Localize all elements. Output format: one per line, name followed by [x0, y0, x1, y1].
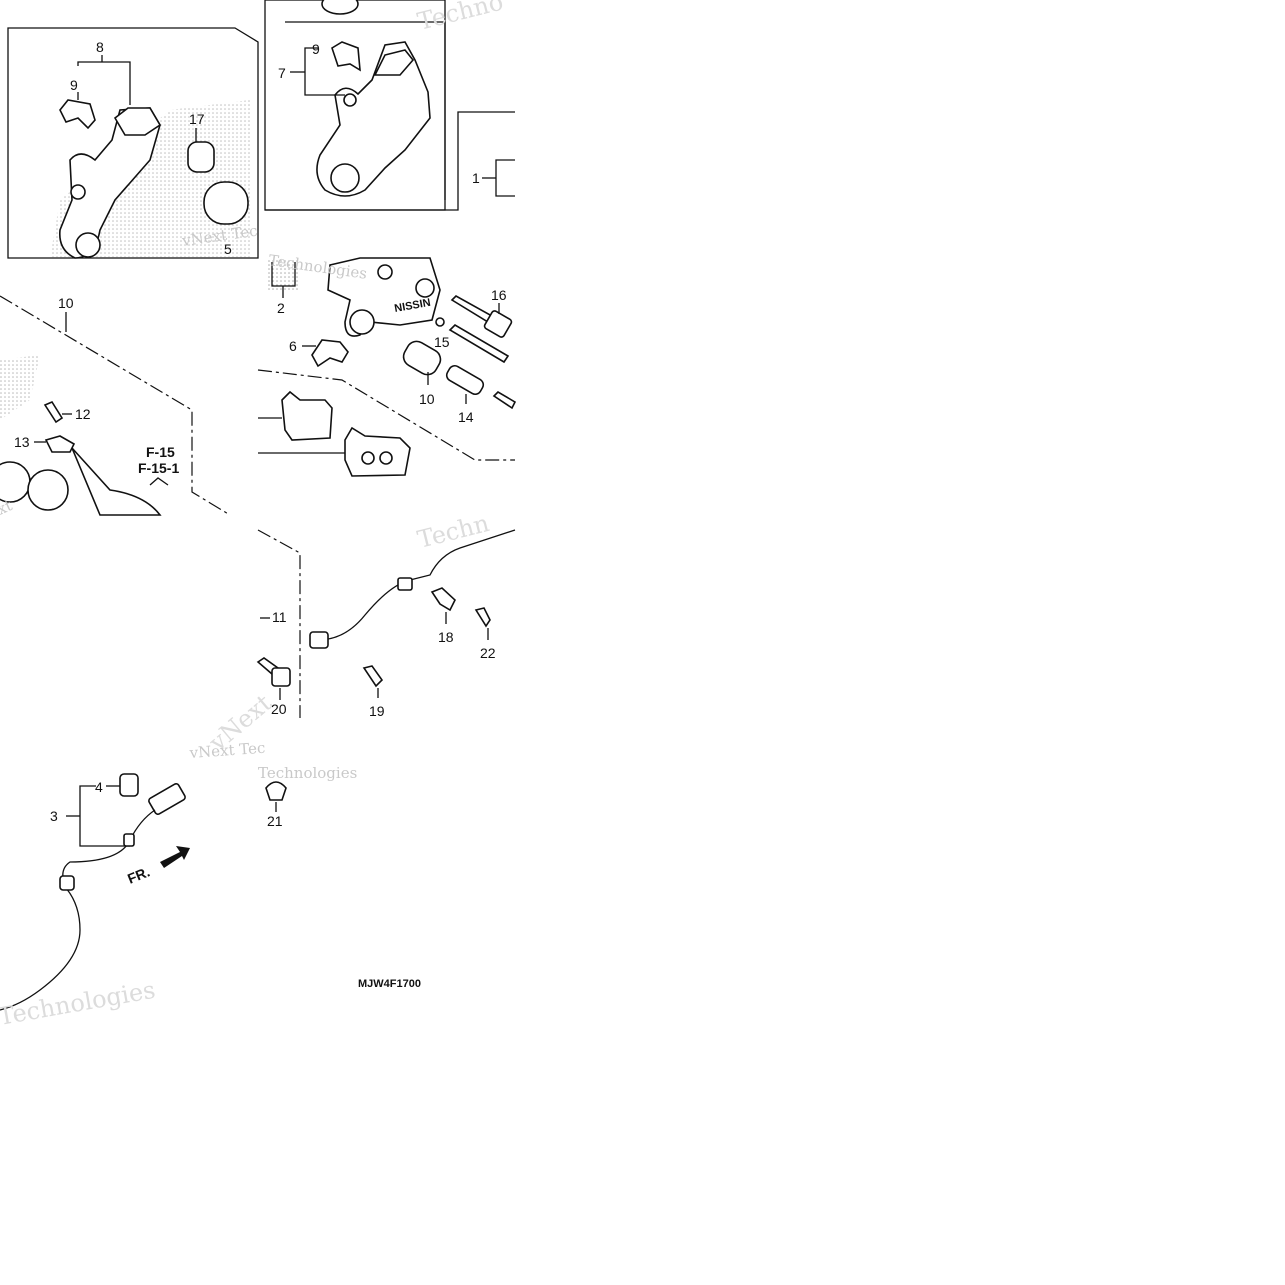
- retainer-clip: [59, 99, 96, 130]
- callout-5: 5: [224, 241, 232, 257]
- callout-21: 20: [271, 701, 287, 717]
- caliper-panel-11: 10 12 13 F-15 F-15-1 xt: [0, 295, 231, 519]
- callout-14: 13: [14, 434, 30, 450]
- pad-spring: [311, 339, 349, 368]
- callout-1: 1: [472, 170, 480, 186]
- clamp-19: [430, 587, 456, 612]
- sensor-cable: [317, 529, 516, 641]
- callout-3: 3: [50, 808, 58, 824]
- callout-15: 14: [458, 409, 474, 425]
- bleeder-cap: [44, 435, 76, 453]
- watermark: Techn: [415, 509, 492, 554]
- callout-12: 11: [272, 609, 287, 625]
- grommet-4: [119, 773, 139, 797]
- diagram-code: MJW4F1700: [358, 978, 421, 990]
- clip-22: [265, 781, 287, 801]
- callout-20: 19: [369, 703, 385, 719]
- callout-1-group: 1: [472, 159, 515, 197]
- harness-panel: 3 4 FR. 21 vNext Tec Technologies vNext …: [0, 689, 421, 1031]
- bolt-23: [474, 607, 491, 628]
- connector: [148, 783, 186, 815]
- sleeve: [203, 181, 249, 225]
- piston-seal: [0, 461, 31, 503]
- pin-sleeve: [445, 364, 485, 396]
- bracket-7: [316, 41, 431, 197]
- watermark: Technologies: [258, 764, 357, 782]
- bleeder: [43, 400, 64, 424]
- callout-10: 10: [419, 391, 435, 407]
- callout-9b: 9: [312, 41, 320, 57]
- callout-4: 4: [95, 779, 103, 795]
- bracket-assembly-panel: 8 9 17 5 vNext Tec: [7, 27, 259, 259]
- caliper-pin: [450, 295, 494, 324]
- callout-17: 16: [491, 287, 507, 303]
- brake-pad-1: [281, 390, 333, 441]
- callout-9: 9: [70, 77, 78, 93]
- watermark: Technologies: [0, 976, 157, 1031]
- callout-22: 21: [267, 813, 283, 829]
- callout-11: 10: [58, 295, 74, 311]
- callout-8: 8: [96, 39, 104, 55]
- callout-16: 15: [434, 334, 450, 350]
- watermark: Techno: [415, 0, 506, 36]
- pin-boot: [402, 340, 442, 376]
- ref-f15-1: F-15-1: [138, 460, 179, 476]
- bolt-20: [362, 665, 384, 688]
- callout-6: 6: [289, 338, 297, 354]
- sensor-panel: 11 20 18 22 19 Techn: [256, 509, 516, 719]
- ref-f15: F-15: [146, 444, 175, 460]
- watermark: vNext Tec: [188, 739, 266, 762]
- callout-13: 12: [75, 406, 91, 422]
- callout-2: 2: [277, 300, 285, 316]
- boot: [187, 141, 215, 173]
- direction-label: FR.: [125, 863, 152, 886]
- brake-pad-2: [344, 426, 411, 477]
- callout-7: 7: [278, 65, 286, 81]
- callout-18: 17: [189, 111, 205, 127]
- caliper-body-panel: NISSIN 2 Technologies 16 15 10 14 6: [257, 251, 517, 477]
- callout-19: 18: [438, 629, 454, 645]
- callout-23: 22: [480, 645, 496, 661]
- bracket-panel-7: 9 7 Techno: [264, 0, 515, 211]
- front-arrow: [160, 846, 190, 868]
